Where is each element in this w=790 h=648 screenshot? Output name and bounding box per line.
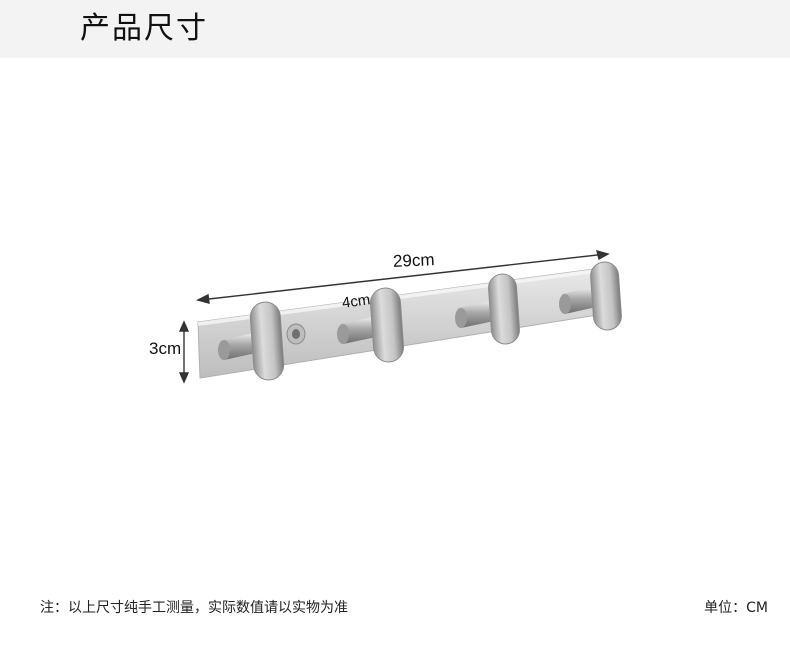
height-dimension-line <box>178 320 190 384</box>
width-dimension-label: 29cm <box>392 250 435 271</box>
hook-4 <box>559 261 622 331</box>
unit-label: 单位：CM <box>704 600 768 616</box>
hook-rack-drawing <box>178 250 622 384</box>
height-dimension-label: 3cm <box>149 339 182 358</box>
hook-3 <box>455 273 520 345</box>
header-bar: 产品尺寸 <box>0 0 790 58</box>
measurement-note: 注：以上尺寸纯手工测量，实际数值请以实物为准 <box>40 600 348 616</box>
screw-cap-icon <box>286 323 306 345</box>
width-dimension-line <box>196 250 610 304</box>
hook-2 <box>337 287 405 363</box>
hook-1 <box>218 301 285 381</box>
spacing-dimension-label: 4cm <box>340 291 372 312</box>
page-title: 产品尺寸 <box>80 11 208 46</box>
hook-rack-image <box>140 230 660 410</box>
